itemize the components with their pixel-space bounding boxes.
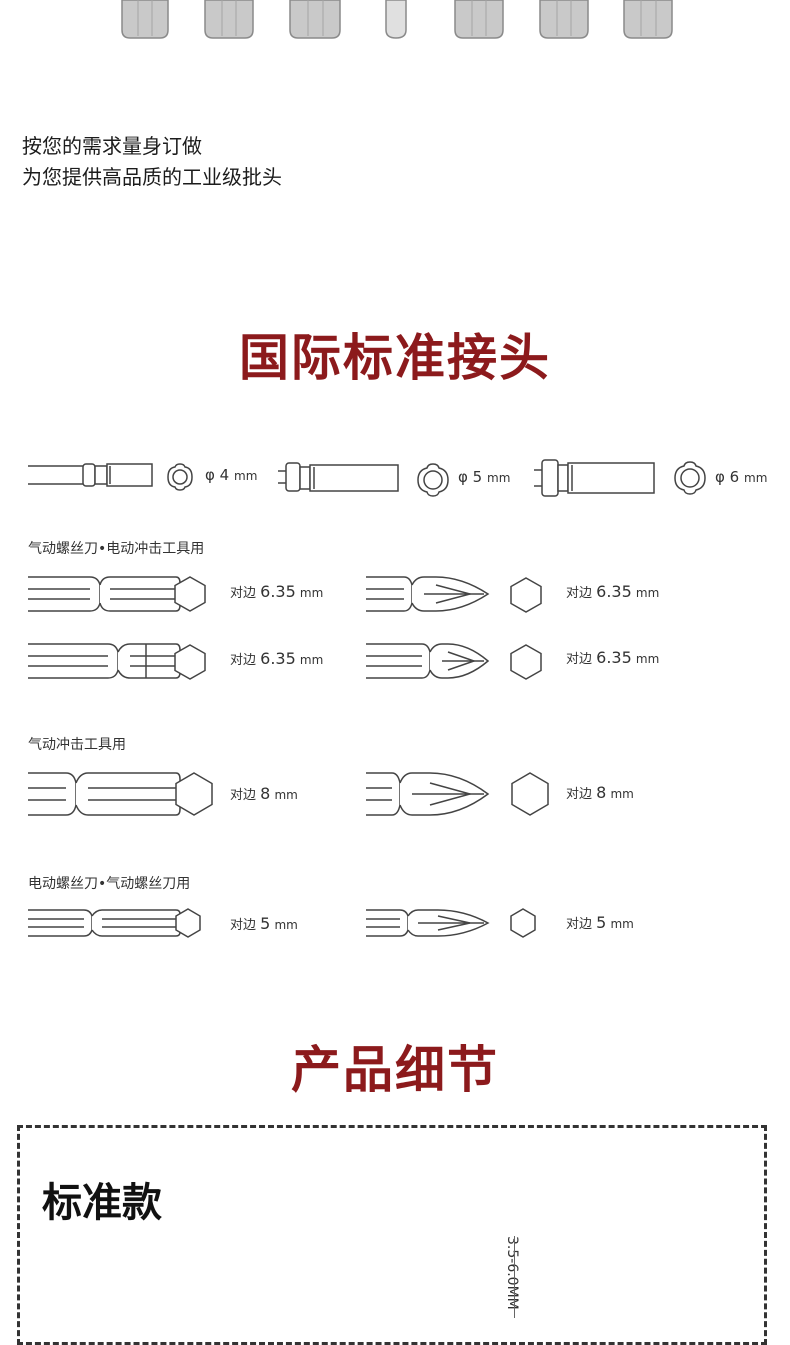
dimension-label: 3.5-6.0MM bbox=[504, 1236, 520, 1310]
spec-label: 对边 6.35 mm bbox=[230, 649, 323, 668]
spec-label: 对边 6.35 mm bbox=[230, 582, 323, 601]
round-shank-6mm-icon bbox=[534, 459, 655, 497]
detail-frame bbox=[17, 1125, 767, 1345]
spec-unit: mm bbox=[610, 917, 634, 931]
spec-label: 对边 5 mm bbox=[566, 913, 634, 932]
round-shank-4mm-cross-section-icon bbox=[167, 463, 193, 491]
hex-shank-bit-6-35-icon bbox=[28, 643, 181, 679]
shank-4mm-diameter: φ 4 bbox=[205, 466, 230, 484]
hexagon-6-35-icon bbox=[510, 644, 542, 680]
round-shank-4mm-icon bbox=[28, 463, 153, 487]
hexagon-6-35-icon bbox=[510, 577, 542, 613]
spec-size: 8 bbox=[596, 783, 607, 802]
spec-size: 6.35 bbox=[596, 582, 632, 601]
spec-unit: mm bbox=[610, 787, 634, 801]
shank-4mm-unit: mm bbox=[234, 469, 258, 483]
spec-size: 8 bbox=[260, 784, 271, 803]
group-label-pneumatic-electric-impact: 气动螺丝刀•电动冲击工具用 bbox=[28, 541, 205, 557]
hex-shank-bit-5-icon bbox=[28, 909, 181, 937]
shank-6mm-unit: mm bbox=[744, 471, 768, 485]
shank-6mm-diameter: φ 6 bbox=[715, 468, 740, 486]
hexagon-5-icon bbox=[175, 908, 201, 938]
spec-unit: mm bbox=[635, 652, 660, 666]
phillips-bit-8-icon bbox=[366, 772, 490, 816]
phillips-bit-6-35-icon bbox=[366, 643, 490, 679]
spec-prefix: 对边 bbox=[230, 653, 257, 668]
shank-5mm-unit: mm bbox=[487, 471, 511, 485]
spec-prefix: 对边 bbox=[230, 918, 257, 933]
spec-unit: mm bbox=[299, 586, 324, 600]
detail-heading-standard: 标准款 bbox=[42, 1180, 162, 1226]
round-shank-5mm-cross-section-icon bbox=[417, 463, 449, 497]
spec-size: 5 bbox=[596, 913, 607, 932]
group-label-pneumatic-impact: 气动冲击工具用 bbox=[28, 737, 126, 753]
spec-unit: mm bbox=[274, 788, 298, 802]
spec-unit: mm bbox=[635, 586, 660, 600]
spec-size: 6.35 bbox=[260, 649, 296, 668]
hexagon-8-icon bbox=[175, 772, 213, 816]
spec-prefix: 对边 bbox=[566, 652, 593, 667]
intro-text: 按您的需求量身订做 为您提供高品质的工业级批头 bbox=[22, 131, 282, 193]
hex-shank-bit-8-icon bbox=[28, 772, 181, 816]
intro-line-1: 按您的需求量身订做 bbox=[22, 134, 202, 158]
group-label-electric-pneumatic-screwdriver: 电动螺丝刀•气动螺丝刀用 bbox=[28, 876, 191, 892]
shank-6mm-label: φ 6 mm bbox=[715, 468, 767, 486]
spec-label: 对边 6.35 mm bbox=[566, 648, 659, 667]
spec-prefix: 对边 bbox=[566, 586, 593, 601]
hexagon-5-icon bbox=[510, 908, 536, 938]
spec-size: 6.35 bbox=[260, 582, 296, 601]
shank-4mm-label: φ 4 mm bbox=[205, 466, 257, 484]
shank-5mm-label: φ 5 mm bbox=[458, 468, 510, 486]
intro-line-2: 为您提供高品质的工业级批头 bbox=[22, 165, 282, 189]
dimension-line bbox=[514, 1236, 515, 1318]
hexagon-8-icon bbox=[511, 772, 549, 816]
section-title-product-details: 产品细节 bbox=[291, 1041, 499, 1099]
hexagon-6-35-icon bbox=[174, 644, 206, 680]
spec-prefix: 对边 bbox=[566, 787, 593, 802]
round-shank-5mm-icon bbox=[278, 462, 399, 492]
shank-5mm-diameter: φ 5 bbox=[458, 468, 483, 486]
round-shank-6mm-cross-section-icon bbox=[674, 461, 706, 495]
bit-set-photo-strip bbox=[121, 0, 673, 39]
spec-prefix: 对边 bbox=[230, 788, 257, 803]
hexagon-6-35-icon bbox=[174, 576, 206, 612]
spec-prefix: 对边 bbox=[230, 586, 257, 601]
spec-label: 对边 8 mm bbox=[566, 783, 634, 802]
spec-prefix: 对边 bbox=[566, 917, 593, 932]
spec-unit: mm bbox=[299, 653, 324, 667]
phillips-bit-6-35-icon bbox=[366, 576, 490, 612]
spec-unit: mm bbox=[274, 918, 298, 932]
phillips-bit-5-icon bbox=[366, 909, 490, 937]
spec-label: 对边 5 mm bbox=[230, 914, 298, 933]
section-title-international-standard: 国际标准接头 bbox=[239, 329, 551, 387]
spec-label: 对边 8 mm bbox=[230, 784, 298, 803]
spec-label: 对边 6.35 mm bbox=[566, 582, 659, 601]
spec-size: 6.35 bbox=[596, 648, 632, 667]
spec-size: 5 bbox=[260, 914, 271, 933]
hex-shank-bit-6-35-icon bbox=[28, 576, 181, 612]
